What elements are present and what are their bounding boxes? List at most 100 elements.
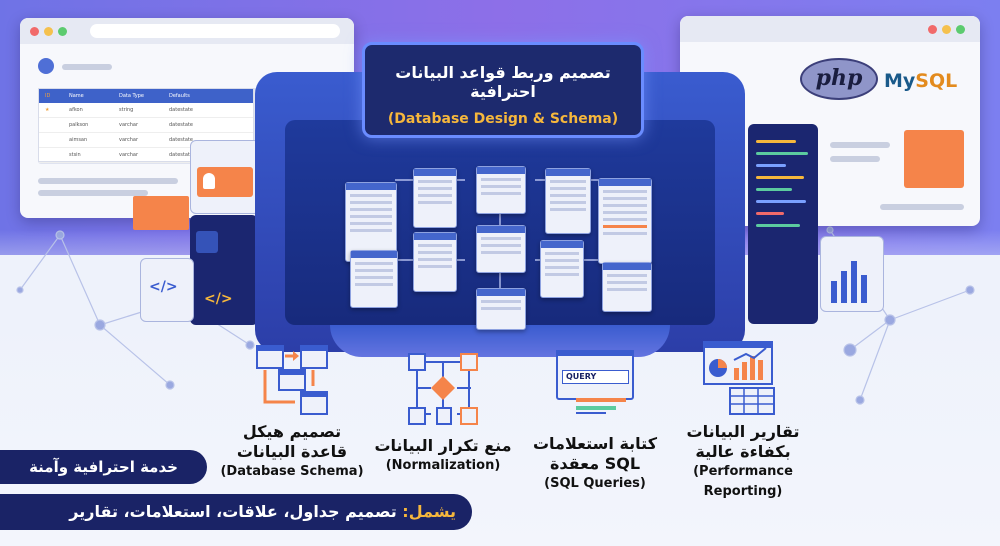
feature-reporting-label: تقارير البيانات بكفاءة عالية (Performanc… (668, 422, 818, 502)
schema-icon (256, 345, 328, 415)
schema-table-card (476, 225, 526, 273)
table-cell: varchar (119, 152, 139, 158)
code-line (756, 200, 806, 203)
maximize-dot-icon (58, 27, 67, 36)
table-cell: datestate (169, 107, 193, 113)
report-icon (703, 341, 775, 415)
table-cell (39, 133, 65, 147)
chart-bar (841, 271, 847, 303)
table-cell: varchar (119, 137, 139, 143)
service-pill: خدمة احترافية وآمنة (0, 450, 207, 484)
table-header-cell: Name (69, 93, 84, 99)
minimize-dot-icon (942, 25, 951, 34)
table-cell: palkson (69, 122, 89, 128)
code-line (756, 212, 784, 215)
feature-normalization-label: منع تكرار البيانات (Normalization) (368, 436, 518, 476)
table-cell: stsin (69, 152, 81, 158)
line-placeholder (38, 190, 148, 196)
address-bar (90, 24, 340, 38)
table-cell: datestate (169, 122, 193, 128)
window-titlebar (680, 16, 980, 42)
table-cell (39, 118, 65, 132)
feature-subtitle: قاعدة البيانات (236, 442, 348, 461)
right-code-panel (748, 124, 818, 324)
code-line (756, 152, 808, 155)
banner-title-box: تصميم وربط قواعد البيانات احترافية (Data… (362, 42, 644, 138)
close-dot-icon (30, 27, 39, 36)
table-row: palkson varchar datestate (39, 118, 253, 133)
schema-table-card (540, 240, 584, 298)
feature-english: (SQL Queries) (544, 476, 646, 491)
php-logo: php (800, 58, 878, 100)
table-row: aimsan varchar datestate (39, 133, 253, 148)
table-cell: afkon (69, 107, 83, 113)
feature-english: (Normalization) (385, 458, 501, 473)
table-header-cell: ID (45, 93, 51, 99)
feature-subtitle: SQL معقدة (549, 454, 641, 473)
table-cell: datestate (169, 152, 193, 158)
feature-subtitle: بكفاءة عالية (695, 442, 791, 461)
code-line (756, 176, 804, 179)
feature-title: منع تكرار البيانات (374, 436, 512, 455)
code-line (756, 224, 800, 227)
line-placeholder (830, 142, 890, 148)
banner-title-english: (Database Design & Schema) (387, 111, 619, 127)
includes-pill: يشمل: تصميم جداول، علاقات، استعلامات، تق… (0, 494, 472, 530)
code-snippet-card: </> (140, 258, 194, 322)
nav-placeholder (62, 64, 112, 70)
code-line (756, 164, 786, 167)
code-line (756, 188, 792, 191)
chart-bar (851, 261, 857, 303)
line-placeholder (830, 156, 880, 162)
table-cell: ★ (45, 107, 50, 113)
avatar (38, 58, 54, 74)
schema-table-card (602, 262, 652, 312)
feature-english: (Database Schema) (220, 464, 364, 479)
schema-table-card (413, 232, 457, 292)
feature-schema-label: تصميم هيكل قاعدة البيانات (Database Sche… (212, 422, 372, 482)
table-cell: aimsan (69, 137, 88, 143)
profile-card (190, 140, 260, 214)
feature-queries-label: كتابة استعلامات SQL معقدة (SQL Queries) (520, 434, 670, 494)
mysql-logo-my: My (884, 70, 916, 92)
code-brackets-icon: </> (204, 291, 233, 307)
table-cell (39, 148, 65, 162)
table-header: ID Name Data Type Defaults (39, 89, 253, 103)
chart-bar (831, 281, 837, 303)
banner-title-arabic: تصميم وربط قواعد البيانات احترافية (395, 63, 611, 101)
maximize-dot-icon (956, 25, 965, 34)
query-line (576, 398, 626, 402)
table-cell: string (119, 107, 134, 113)
left-code-panel: </> (190, 215, 258, 325)
mysql-logo-sql: SQL (915, 70, 958, 92)
includes-text: تصميم جداول، علاقات، استعلامات، تقارير (69, 502, 403, 521)
window-titlebar (20, 18, 354, 44)
feature-title: تصميم هيكل (242, 422, 342, 441)
table-header-cell: Data Type (119, 93, 145, 99)
schema-table-card (476, 288, 526, 330)
feature-title: كتابة استعلامات (532, 434, 658, 453)
includes-lead: يشمل: (402, 502, 456, 521)
table-cell: varchar (119, 122, 139, 128)
table-row: ★ afkon string datestate (39, 103, 253, 118)
code-block (196, 231, 218, 253)
query-line (576, 406, 616, 410)
line-placeholder (880, 204, 964, 210)
user-icon (203, 173, 215, 189)
table-row: stsin varchar datestate (39, 148, 253, 163)
bar-chart-card (820, 236, 884, 312)
close-dot-icon (928, 25, 937, 34)
schema-table-card (413, 168, 457, 228)
schema-table-card (350, 250, 398, 308)
query-line (576, 412, 606, 414)
schema-table-card (598, 178, 652, 264)
code-line (756, 140, 796, 143)
feature-title: تقارير البيانات (686, 422, 800, 441)
orange-block (133, 196, 189, 230)
feature-english-2: Reporting) (703, 484, 783, 499)
minimize-dot-icon (44, 27, 53, 36)
chart-bar (861, 275, 867, 303)
schema-table-card (545, 168, 591, 234)
schema-table-card (476, 166, 526, 214)
line-placeholder (38, 178, 178, 184)
